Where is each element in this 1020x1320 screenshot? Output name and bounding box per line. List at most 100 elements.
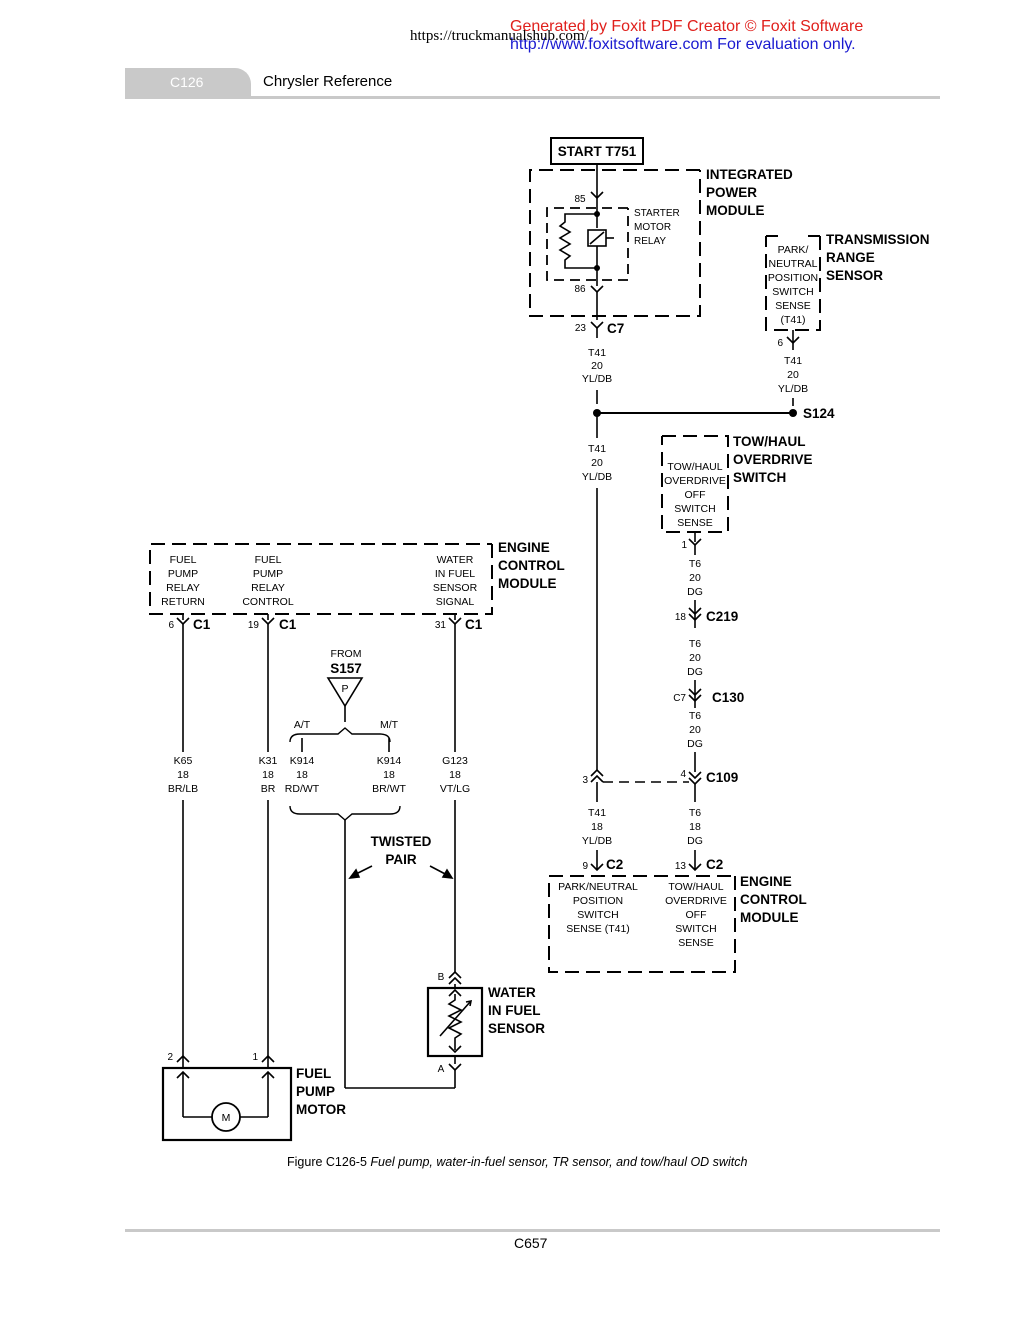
ecm-top-conn-2: C1 xyxy=(279,617,297,632)
tow-text-4: SWITCH xyxy=(674,503,715,515)
ecm-bottom-cell2-1: TOW/HAUL xyxy=(668,881,723,893)
pump-title-3: MOTOR xyxy=(296,1102,346,1117)
wire-t6-3-id: T6 xyxy=(689,710,701,722)
wire-t41-lower-gauge: 18 xyxy=(591,821,603,833)
ecm-top-pin-6: 6 xyxy=(168,620,174,631)
ecm-top-cell2-4: CONTROL xyxy=(242,596,293,608)
ipm-pin-85: 85 xyxy=(574,194,586,205)
wire-t6-1-id: T6 xyxy=(689,558,701,570)
ecm-bottom-cell1-4: SENSE (T41) xyxy=(566,923,630,935)
wire-k914a-color: RD/WT xyxy=(285,783,320,795)
pump-pin-1: 1 xyxy=(252,1052,258,1063)
ecm-bottom-cell2-4: SWITCH xyxy=(675,923,716,935)
ecm-bottom-conn-2: C2 xyxy=(706,857,723,872)
ecm-top-conn-3: C1 xyxy=(465,617,483,632)
motor-icon xyxy=(211,1102,241,1132)
header-tab xyxy=(125,68,251,98)
pump-title-2: PUMP xyxy=(296,1084,335,1099)
c219-connector-icon xyxy=(688,607,702,622)
fuel-pump-box xyxy=(161,1066,293,1142)
c130-connector-icon xyxy=(688,688,702,703)
ecm-top-title-3: MODULE xyxy=(498,576,557,591)
ecm-bottom-title-2: CONTROL xyxy=(740,892,807,907)
tr-text-6: (T41) xyxy=(780,314,805,326)
footer-divider xyxy=(125,1229,940,1232)
at-label: A/T xyxy=(294,719,311,731)
tr-title-3: SENSOR xyxy=(826,268,883,283)
wire-k914a-id: K914 xyxy=(290,755,315,767)
ecm-top-cell1-1: FUEL xyxy=(170,554,197,566)
ecm-bottom-cell1-2: POSITION xyxy=(573,895,623,907)
wire-t41-upper-id: T41 xyxy=(588,347,606,359)
relay-label-1: STARTER xyxy=(634,208,680,219)
ecm-top-cell3-2: IN FUEL xyxy=(435,568,475,580)
wif-title-1: WATER xyxy=(488,985,536,1000)
ecm-top-title-1: ENGINE xyxy=(498,540,550,555)
wire-t41-mid-id: T41 xyxy=(588,443,606,455)
wif-title-2: IN FUEL xyxy=(488,1003,541,1018)
from-label: FROM xyxy=(331,648,362,660)
wire-g123-color: VT/LG xyxy=(440,783,470,795)
ecm-top-cell1-4: RETURN xyxy=(161,596,205,608)
foxit-watermark-url[interactable]: http://www.foxitsoftware.com For evaluat… xyxy=(510,36,856,53)
page-number: C657 xyxy=(514,1235,548,1251)
wire-k31-color: BR xyxy=(261,783,276,795)
tr-text-2: NEUTRAL xyxy=(768,258,817,270)
wire-t41-right-gauge: 20 xyxy=(787,369,799,381)
mt-label: M/T xyxy=(380,719,399,731)
relay-box xyxy=(546,207,629,281)
wire-g123-id: G123 xyxy=(442,755,468,767)
wire-t41-right-id: T41 xyxy=(784,355,802,367)
tow-text-1: TOW/HAUL xyxy=(667,461,722,473)
wire-k914b-id: K914 xyxy=(377,755,402,767)
resistor-icon xyxy=(558,213,597,269)
wif-pin-b: B xyxy=(438,972,445,983)
relay-label-3: RELAY xyxy=(634,236,666,247)
tr-text-5: SENSE xyxy=(775,300,811,312)
wire-k65-gauge: 18 xyxy=(177,769,189,781)
tow-title-1: TOW/HAUL xyxy=(733,434,806,449)
variable-resistor-icon xyxy=(447,994,463,1050)
wire-k31-gauge: 18 xyxy=(262,769,274,781)
start-label: START T751 xyxy=(558,144,637,159)
ecm-bottom-cell1-3: SWITCH xyxy=(577,909,618,921)
k914-brace xyxy=(289,805,401,821)
wire-k914b-color: BR/WT xyxy=(372,783,406,795)
ecm-top-cell1-3: RELAY xyxy=(166,582,200,594)
wif-title-3: SENSOR xyxy=(488,1021,545,1036)
wire-t6-lower-color: DG xyxy=(687,835,703,847)
c109-name: C109 xyxy=(706,770,738,785)
c109-pin-3: 3 xyxy=(582,775,588,786)
tr-text-4: SWITCH xyxy=(772,286,813,298)
wif-pin-a: A xyxy=(438,1064,445,1075)
ecm-bottom-cell2-2: OVERDRIVE xyxy=(665,895,727,907)
ecm-top-cell1-2: PUMP xyxy=(168,568,198,580)
source-url[interactable]: https://truckmanualshub.com/ xyxy=(410,28,589,44)
wire-t41-mid-gauge: 20 xyxy=(591,457,603,469)
ecm-top-cell3-4: SIGNAL xyxy=(436,596,475,608)
twisted-pair-1: TWISTED xyxy=(371,834,432,849)
c7-pin-23: 23 xyxy=(575,323,587,334)
c130-pin: C7 xyxy=(673,693,686,704)
c219-pin: 18 xyxy=(675,612,687,623)
ecm-bottom-pin-9: 9 xyxy=(582,861,588,872)
wire-t41-right-color: YL/DB xyxy=(778,383,808,395)
c109-left-icon xyxy=(590,768,604,783)
ecm-top-cell3-1: WATER xyxy=(437,554,474,566)
foxit-watermark: Generated by Foxit PDF Creator © Foxit S… xyxy=(510,18,864,35)
wire-k31-id: K31 xyxy=(259,755,278,767)
tow-text-2: OVERDRIVE xyxy=(664,475,726,487)
tow-text-3: OFF xyxy=(685,489,706,501)
wire-t6-3-gauge: 20 xyxy=(689,724,701,736)
ecm-top-box xyxy=(149,543,493,615)
wire-t6-3-color: DG xyxy=(687,738,703,750)
tow-title-3: SWITCH xyxy=(733,470,786,485)
wire-t41-lower-id: T41 xyxy=(588,807,606,819)
tr-title-1: TRANSMISSION xyxy=(826,232,930,247)
c130-name: C130 xyxy=(712,690,744,705)
ecm-bottom-cell1-1: PARK/NEUTRAL xyxy=(558,881,638,893)
ipm-title-1: INTEGRATED xyxy=(706,167,793,182)
ecm-bottom-pin-13: 13 xyxy=(675,861,687,872)
ecm-top-cell3-3: SENSOR xyxy=(433,582,478,594)
